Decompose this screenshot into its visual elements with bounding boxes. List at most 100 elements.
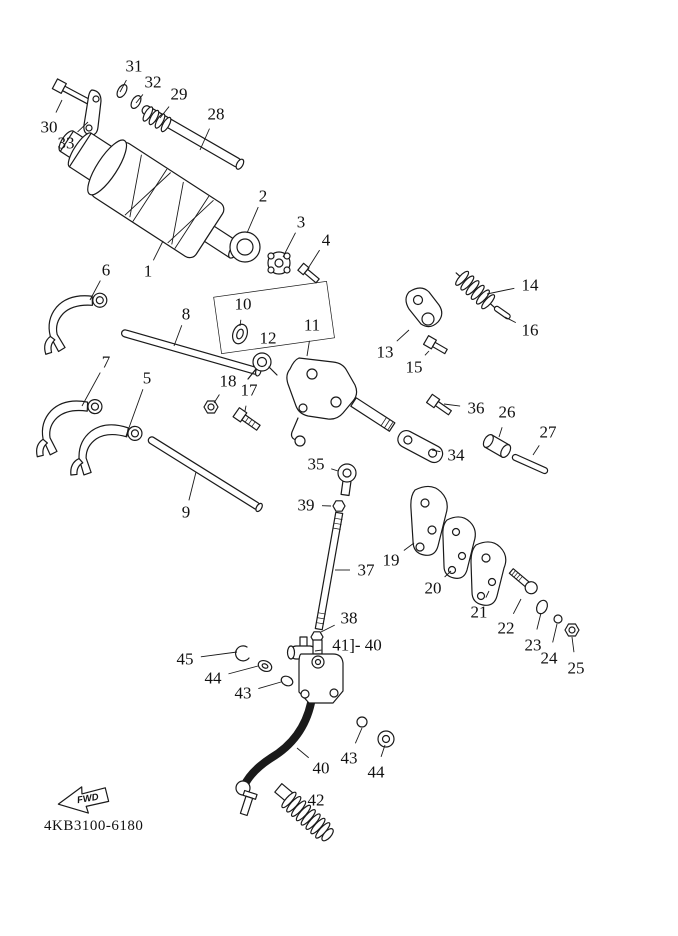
callout-39: 39 [298,496,315,515]
leader-line [135,94,144,104]
callout-41-40: 41]- 40 [332,636,382,655]
pin-16 [493,305,511,320]
spring-29 [142,106,172,133]
gasket-20 [442,516,476,579]
stopper-lever-13 [405,287,443,328]
guide-bar-9 [147,436,263,513]
callout-27: 27 [540,423,558,442]
callout-8: 8 [182,305,191,324]
callout-11: 11 [304,316,320,335]
shift-rod-37 [314,511,344,631]
callout-5: 5 [143,369,152,388]
callout-18: 18 [220,372,237,391]
callout-3: 3 [297,213,306,232]
callout-45: 45 [177,650,194,669]
leader-line [485,590,490,598]
leader-line [213,394,220,404]
leader-line [188,471,197,501]
leader-line [571,636,575,653]
leader-line [396,329,410,342]
washer-43-icon [280,675,294,687]
leader-line [246,206,259,234]
circlip-10 [231,323,249,345]
leader-line [314,649,322,652]
callout-33: 33 [58,134,75,153]
leader-line [239,319,242,327]
leader-line [81,372,101,407]
segment-3 [267,251,291,275]
callout-34: 34 [448,446,466,465]
callout-25: 25 [568,659,585,678]
callout-4: 4 [322,231,331,250]
shift-pedal-40 [235,639,344,817]
parts-illustration: FWD [32,78,580,842]
reference-box [213,280,335,355]
callout-29: 29 [171,85,188,104]
ball-joint-35 [337,463,357,497]
callout-7: 7 [102,353,111,372]
leader-line [320,624,335,633]
callout-44: 44 [368,763,386,782]
lever-33 [83,89,102,136]
washer-23-icon [535,599,549,615]
plate-21 [470,541,507,606]
leader-line [443,403,461,407]
leader-line [331,468,339,472]
bolt-15 [422,335,448,355]
callout-32: 32 [145,73,162,92]
leader-line [486,287,515,295]
collar-26 [482,434,512,458]
leader-line [403,542,415,551]
shift-cam-drum [58,130,242,259]
washer-44-icon [257,659,273,673]
oring-43-icon [356,716,368,728]
shift-shaft-11 [286,357,396,447]
callout-44: 44 [205,669,223,688]
spring-42 [281,791,334,842]
bolt-30 [51,78,94,107]
lever-34 [397,430,444,464]
leader-line [532,445,540,456]
bearing-2 [229,231,261,263]
leader-line [498,427,503,438]
leader-line [125,389,144,437]
callout-40: 40 [313,759,330,778]
leader-line [258,681,282,689]
callout-37: 37 [358,561,376,580]
callout-31: 31 [126,57,143,76]
leader-line [306,249,320,271]
leader-line [55,99,63,113]
callout-9: 9 [182,503,191,522]
callout-20: 20 [425,579,442,598]
callout-1: 1 [144,262,153,281]
torsion-spring-12 [247,352,278,380]
callout-2: 2 [259,187,268,206]
callout-38: 38 [341,609,358,628]
callout-21: 21 [471,603,488,622]
callout-19: 19 [383,551,400,570]
leader-line [199,128,210,151]
leader-line [424,350,430,356]
callout-10: 10 [235,295,252,314]
callout-16: 16 [522,321,539,340]
callout-22: 22 [498,619,515,638]
leader-line [552,623,558,643]
screw-22 [508,568,538,595]
leader-line [119,79,127,93]
leader-line [431,449,441,453]
shift-fork-7 [32,398,106,458]
callout-43: 43 [235,684,252,703]
shift-fork-6 [37,291,114,355]
bolt-17 [232,407,261,431]
leader-line [504,316,517,324]
nut-25 [564,623,580,637]
callout-24: 24 [541,649,559,668]
leader-line [536,612,542,630]
callout-13: 13 [377,343,394,362]
leader-line [354,727,363,744]
bolt-36 [425,393,452,416]
part-code: 4KB3100-6180 [44,818,143,834]
leader-line [152,240,164,261]
